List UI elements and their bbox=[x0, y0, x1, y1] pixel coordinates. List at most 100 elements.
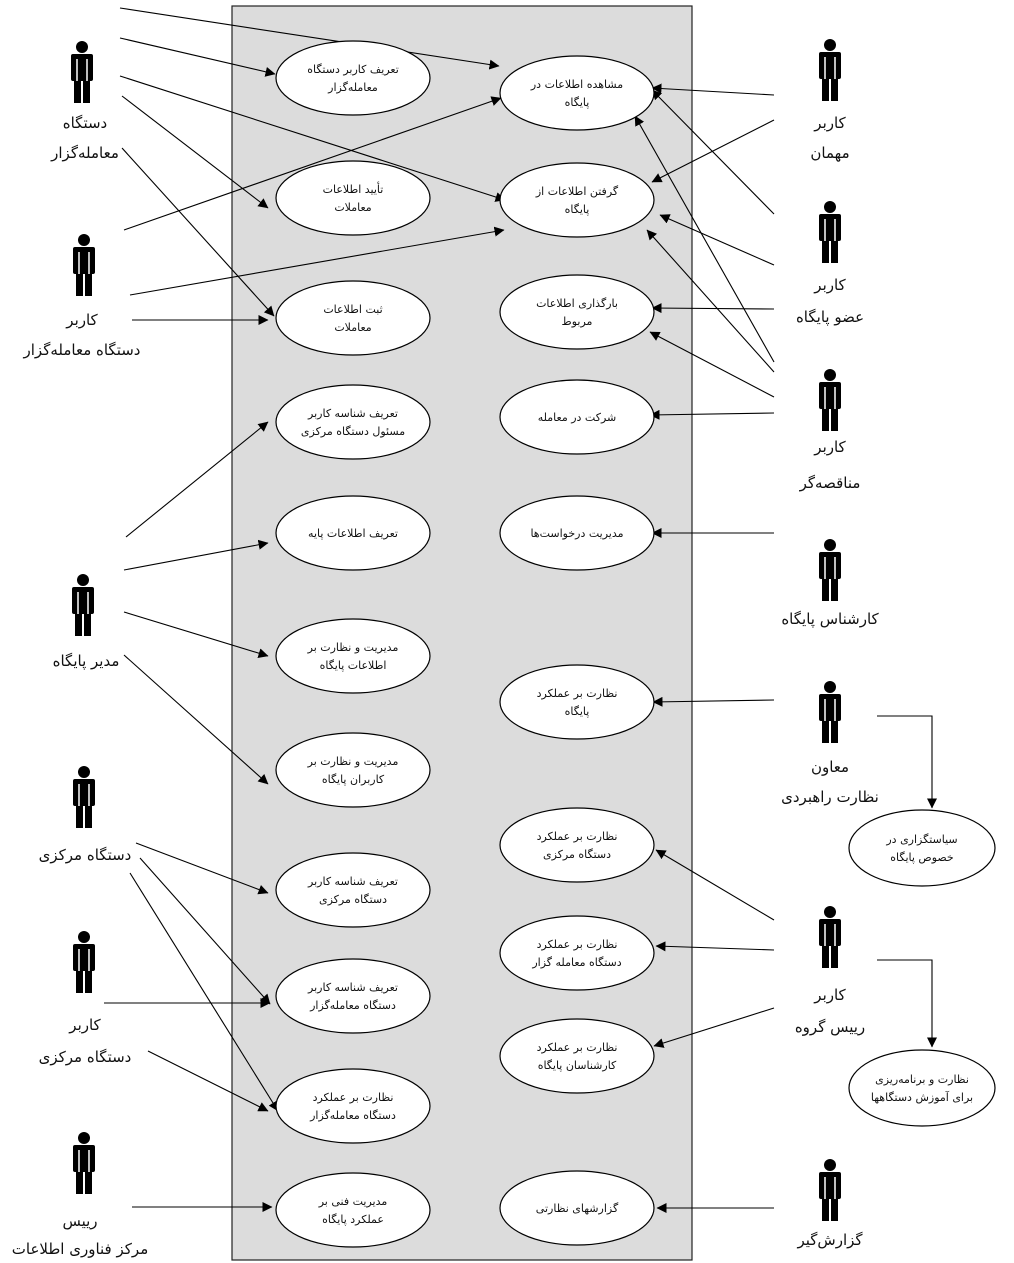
actor-label: کاربر bbox=[813, 114, 846, 132]
actor-a12[interactable]: کاربر رییس گروه bbox=[795, 906, 865, 1036]
use-case-label: اطلاعات پایگاه bbox=[320, 659, 387, 672]
use-case-ellipse bbox=[275, 732, 431, 808]
association-arrow-21 bbox=[651, 89, 775, 215]
actor-label: کاربر bbox=[813, 276, 846, 294]
association-arrow-13 bbox=[135, 842, 269, 895]
use-case-label: مدیریت فنی بر bbox=[318, 1195, 388, 1208]
use-case-r4[interactable]: شرکت در معامله bbox=[499, 379, 655, 455]
use-case-label: دستگاه معامله‌گزار bbox=[309, 999, 396, 1012]
use-case-label: مشاهده اطلاعات در bbox=[530, 78, 623, 91]
actor-a10[interactable]: کارشناس پایگاه bbox=[781, 539, 880, 629]
actor-icon bbox=[72, 1132, 96, 1194]
use-case-ellipse bbox=[499, 379, 655, 455]
actor-label: مدیر پایگاه bbox=[53, 652, 120, 671]
use-case-label: تعریف اطلاعات پایه bbox=[308, 527, 398, 540]
use-case-ellipse bbox=[499, 55, 655, 131]
association-arrow-25 bbox=[646, 229, 775, 373]
actor-a9[interactable]: کاربر مناقصه‌گر bbox=[799, 369, 861, 492]
association-arrow-6 bbox=[123, 96, 502, 231]
use-case-l11[interactable]: مدیریت فنی بر عملکرد پایگاه bbox=[275, 1172, 431, 1248]
association-arrow-35 bbox=[877, 959, 937, 1048]
association-arrow-23 bbox=[651, 303, 775, 314]
actor-label: کاربر bbox=[813, 986, 846, 1004]
use-case-ellipse bbox=[848, 1049, 996, 1127]
use-case-label: نظارت بر عملکرد bbox=[537, 1041, 618, 1054]
association-arrow-27 bbox=[649, 409, 775, 420]
association-arrow-15 bbox=[129, 872, 279, 1112]
actor-label: مناقصه‌گر bbox=[799, 474, 861, 492]
association-arrow-26 bbox=[649, 331, 775, 398]
actor-icon bbox=[72, 931, 96, 993]
actor-label: رییس گروه bbox=[795, 1018, 865, 1036]
use-case-label: تعریف شناسه کاربر bbox=[307, 875, 398, 888]
use-case-label: پایگاه bbox=[565, 96, 590, 109]
association-arrow-14 bbox=[139, 857, 271, 1005]
association-arrow-3 bbox=[119, 75, 506, 202]
actor-icon bbox=[818, 681, 842, 743]
use-case-ellipse bbox=[848, 809, 996, 887]
actor-label: نظارت راهبردی bbox=[781, 788, 879, 806]
use-case-label: تأیید اطلاعات bbox=[323, 181, 384, 196]
actor-label: کاربر bbox=[813, 438, 846, 456]
use-case-ellipse bbox=[275, 618, 431, 694]
actor-icon bbox=[818, 369, 842, 431]
use-case-label: مربوط bbox=[562, 315, 593, 328]
use-case-ellipse bbox=[499, 1018, 655, 1094]
use-case-r5[interactable]: مدیریت درخواست‌ها bbox=[499, 495, 655, 571]
actor-icon bbox=[72, 234, 96, 296]
association-arrow-5 bbox=[121, 147, 275, 317]
association-arrow-7 bbox=[129, 226, 505, 296]
use-case-l5[interactable]: تعریف اطلاعات پایه bbox=[275, 495, 431, 571]
use-case-label: مدیریت درخواست‌ها bbox=[530, 527, 623, 540]
actor-label: دستگاه bbox=[63, 114, 108, 132]
association-arrow-4 bbox=[121, 95, 269, 209]
use-case-ellipse bbox=[275, 160, 431, 236]
association-arrow-9 bbox=[125, 421, 269, 538]
actor-label: عضو پایگاه bbox=[796, 308, 864, 327]
use-case-ellipse bbox=[499, 274, 655, 350]
use-case-label: مسئول دستگاه مرکزی bbox=[301, 425, 405, 438]
actor-label: رییس bbox=[62, 1212, 97, 1230]
actor-icon bbox=[818, 201, 842, 263]
actor-a8[interactable]: کاربر عضو پایگاه bbox=[796, 201, 864, 327]
use-case-ellipse bbox=[499, 162, 655, 238]
association-arrow-11 bbox=[123, 611, 269, 659]
use-case-label: خصوص پایگاه bbox=[890, 851, 953, 864]
use-case-label: نظارت بر عملکرد bbox=[537, 830, 618, 843]
use-case-label: کاربران پایگاه bbox=[322, 773, 385, 786]
association-arrow-31 bbox=[655, 941, 775, 952]
use-case-r1[interactable]: مشاهده اطلاعات در پایگاه bbox=[499, 55, 655, 131]
use-case-ellipse bbox=[275, 40, 431, 116]
actor-label: گزارش‌گیر bbox=[796, 1231, 863, 1249]
actor-a4[interactable]: دستگاه مرکزی bbox=[39, 766, 132, 864]
actor-a13[interactable]: گزارش‌گیر bbox=[796, 1159, 863, 1249]
use-case-label: عملکرد پایگاه bbox=[322, 1213, 384, 1226]
associations bbox=[104, 7, 937, 1213]
actor-a3[interactable]: مدیر پایگاه bbox=[53, 574, 120, 671]
use-case-r10[interactable]: گزارشهای نظارتی bbox=[499, 1170, 655, 1246]
